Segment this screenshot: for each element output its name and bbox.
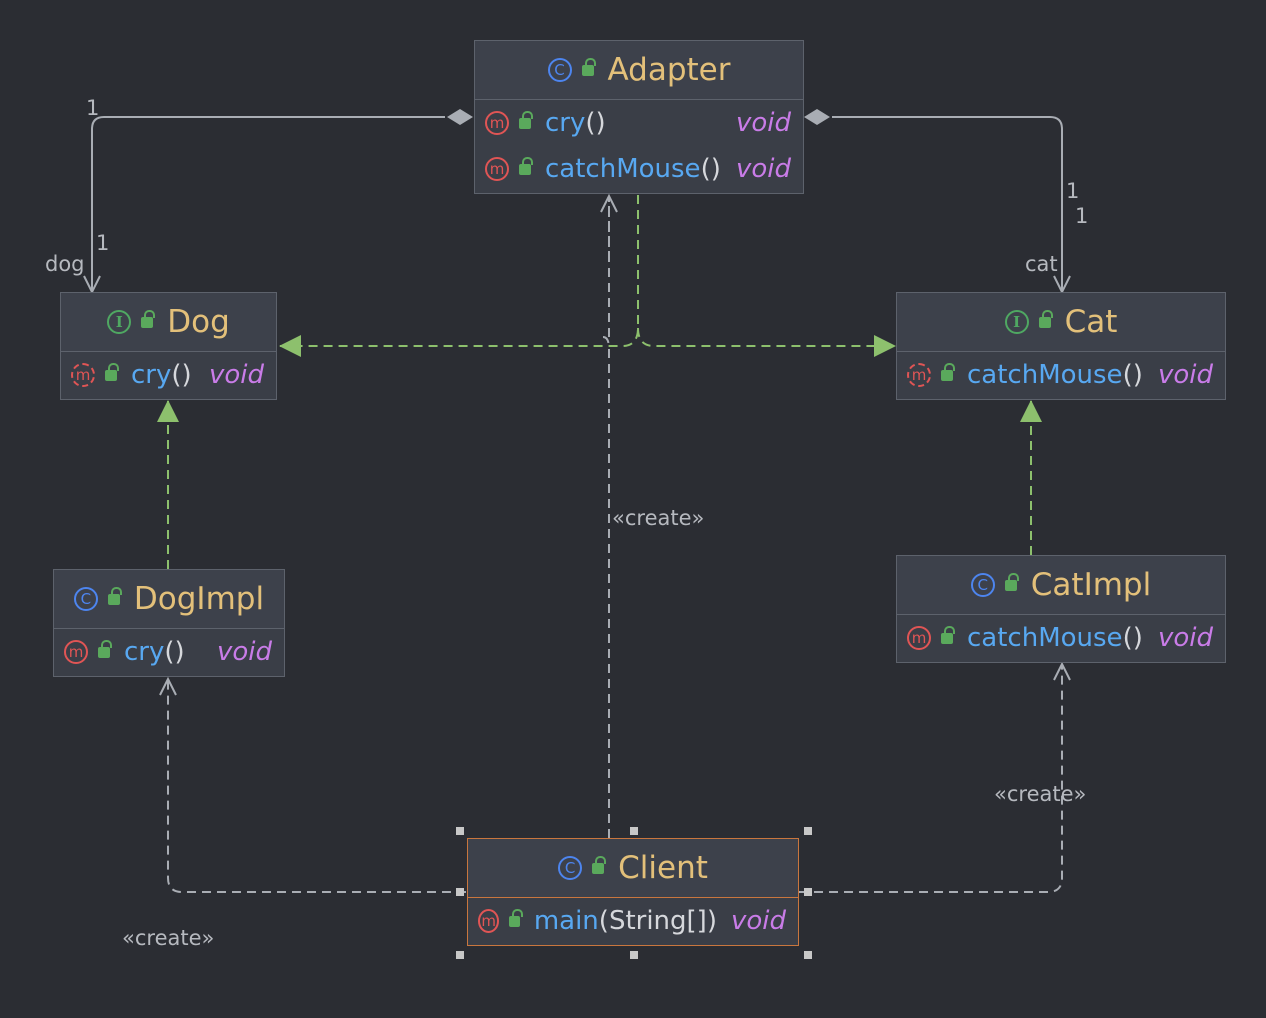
resize-handle[interactable] <box>804 888 812 896</box>
multiplicity-label: 1 <box>1075 204 1089 228</box>
dependency-client-adapter[interactable] <box>602 196 610 838</box>
class-name: CatImpl <box>1030 567 1152 603</box>
method-row[interactable]: m cry() void <box>61 352 276 398</box>
resize-handle[interactable] <box>630 827 638 835</box>
public-visibility-icon <box>581 57 596 76</box>
public-visibility-icon <box>592 855 607 874</box>
resize-handle[interactable] <box>456 951 464 959</box>
return-type: void <box>730 906 786 936</box>
resize-handle[interactable] <box>456 827 464 835</box>
association-adapter-cat[interactable] <box>832 116 1062 292</box>
public-visibility-icon <box>941 362 955 381</box>
class-kind-icon: C <box>970 573 995 597</box>
dependency-client-dogimpl[interactable] <box>168 679 466 893</box>
public-visibility-icon <box>519 156 533 175</box>
method-icon: m <box>907 626 931 650</box>
class-node-client[interactable]: C Client m main(String[]) void <box>467 838 799 946</box>
realization-adapter-dog[interactable] <box>279 195 639 357</box>
method-name: catchMouse() <box>967 360 1143 390</box>
method-name: cry() <box>545 108 606 138</box>
return-type: void <box>1157 360 1213 390</box>
method-row[interactable]: m catchMouse() void <box>897 615 1225 661</box>
composition-diamond-cat <box>804 109 830 125</box>
stereotype-label-create: «create» <box>122 926 215 950</box>
class-name: Adapter <box>607 52 731 88</box>
stereotype-label-create: «create» <box>994 782 1087 806</box>
class-node-catimpl[interactable]: C CatImpl m catchMouse() void <box>896 555 1226 663</box>
resize-handle[interactable] <box>456 888 464 896</box>
method-icon: m <box>485 111 509 135</box>
public-visibility-icon <box>1038 309 1053 328</box>
method-icon: m <box>478 909 500 933</box>
interface-kind-icon: I <box>107 310 132 334</box>
abstract-method-icon: m <box>71 363 95 387</box>
class-kind-icon: C <box>73 587 98 611</box>
resize-handle[interactable] <box>630 951 638 959</box>
multiplicity-label: 1 <box>1066 179 1080 203</box>
public-visibility-icon <box>941 625 955 644</box>
stereotype-label-create: «create» <box>612 506 705 530</box>
public-visibility-icon <box>105 362 119 381</box>
public-visibility-icon <box>509 908 525 927</box>
method-name: cry() <box>131 360 192 390</box>
class-name: Dog <box>167 304 230 340</box>
class-kind-icon: C <box>547 58 572 82</box>
method-row[interactable]: m catchMouse() void <box>897 352 1225 398</box>
return-type: void <box>735 154 791 184</box>
method-name: main(String[]) <box>533 906 717 936</box>
class-name: Client <box>618 850 708 886</box>
public-visibility-icon <box>107 586 122 605</box>
return-type: void <box>216 637 272 667</box>
interface-node-cat[interactable]: I Cat m catchMouse() void <box>896 292 1226 400</box>
public-visibility-icon <box>141 309 156 328</box>
class-header: C Adapter <box>475 41 803 100</box>
public-visibility-icon <box>1004 572 1019 591</box>
role-label-dog: dog <box>45 252 85 276</box>
method-name: catchMouse() <box>545 154 721 184</box>
interface-kind-icon: I <box>1004 310 1029 334</box>
resize-handle[interactable] <box>804 827 812 835</box>
return-type: void <box>208 360 264 390</box>
association-adapter-dog[interactable] <box>92 116 445 292</box>
class-name: DogImpl <box>133 581 265 617</box>
class-header: I Dog <box>61 293 276 352</box>
public-visibility-icon <box>519 110 533 129</box>
method-icon: m <box>64 640 88 664</box>
class-node-dogimpl[interactable]: C DogImpl m cry() void <box>53 569 285 677</box>
class-node-adapter[interactable]: C Adapter m cry() void m catchMouse() vo… <box>474 40 804 194</box>
dependency-client-catimpl[interactable] <box>799 664 1062 893</box>
interface-node-dog[interactable]: I Dog m cry() void <box>60 292 277 400</box>
class-header: I Cat <box>897 293 1225 352</box>
method-name: cry() <box>124 637 185 667</box>
method-icon: m <box>485 157 509 181</box>
return-type: void <box>1157 623 1213 653</box>
class-header: C CatImpl <box>897 556 1225 615</box>
class-name: Cat <box>1064 304 1118 340</box>
method-row[interactable]: m catchMouse() void <box>475 146 803 192</box>
multiplicity-label: 1 <box>86 96 100 120</box>
return-type: void <box>735 108 791 138</box>
method-row[interactable]: m cry() void <box>475 100 803 146</box>
class-header: C Client <box>468 839 798 898</box>
method-row[interactable]: m cry() void <box>54 629 284 675</box>
multiplicity-label: 1 <box>96 231 110 255</box>
role-label-cat: cat <box>1025 252 1058 276</box>
class-kind-icon: C <box>558 856 583 880</box>
realization-adapter-cat[interactable] <box>637 327 896 357</box>
resize-handle[interactable] <box>804 951 812 959</box>
method-row[interactable]: m main(String[]) void <box>468 898 798 944</box>
abstract-method-icon: m <box>907 363 931 387</box>
public-visibility-icon <box>98 639 112 658</box>
class-header: C DogImpl <box>54 570 284 629</box>
composition-diamond-dog <box>447 109 473 125</box>
method-name: catchMouse() <box>967 623 1143 653</box>
